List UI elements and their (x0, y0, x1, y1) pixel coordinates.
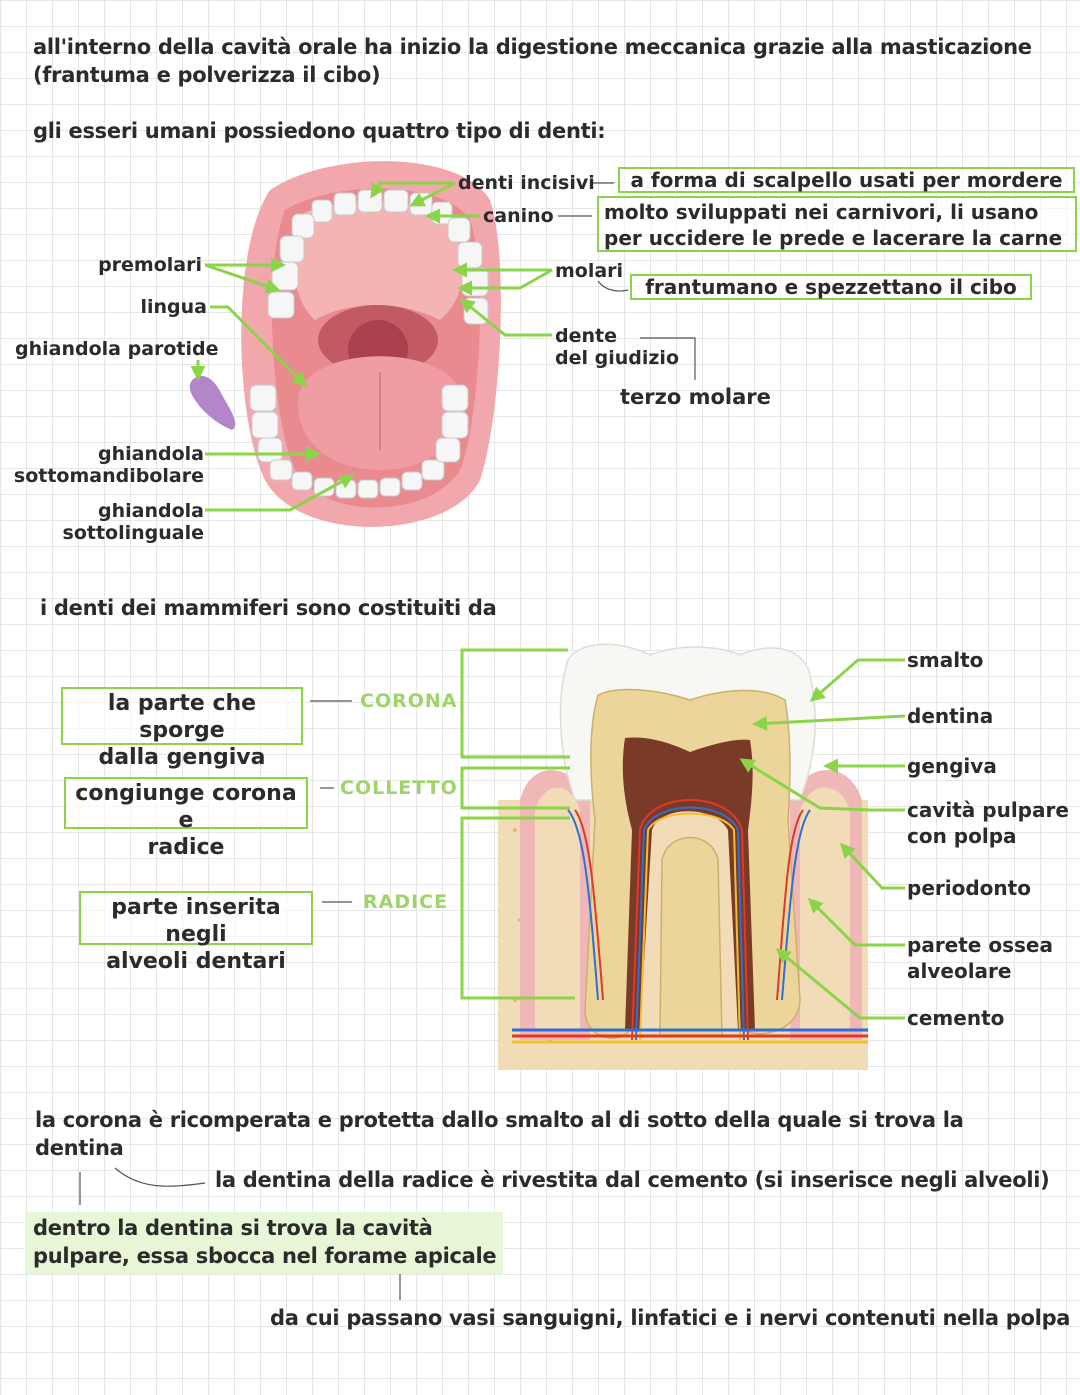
label-sottolinguale-2: sottolinguale (62, 522, 204, 544)
note-canino: molto sviluppati nei carnivori, li usano… (597, 196, 1077, 252)
label-parete-ossea-2: alveolare (907, 959, 1012, 983)
note-incisivi: a forma di scalpello usati per mordere (618, 167, 1075, 193)
radice-desc-line-2: alveoli dentari (106, 949, 286, 974)
bottom-line-1: la corona è ricomperata e protetta dallo… (35, 1108, 964, 1132)
label-lingua: lingua (140, 296, 208, 318)
label-gengiva: gengiva (907, 754, 997, 778)
part-name-corona: CORONA (360, 690, 458, 712)
colletto-desc-line-1: congiunge corona e (75, 781, 297, 833)
colletto-desc-line-2: radice (147, 835, 225, 860)
label-periodonto: periodonto (907, 876, 1031, 900)
label-parete-ossea-1: parete ossea (907, 933, 1053, 957)
label-ghiandola-parotide: ghiandola parotide (15, 338, 219, 360)
label-denti-incisivi: denti incisivi (458, 172, 595, 194)
radice-desc-line-1: parte inserita negli (111, 895, 281, 947)
teeth-types-heading: gli esseri umani possiedono quattro tipo… (33, 119, 606, 143)
corona-desc-line-1: la parte che sporge (107, 691, 257, 743)
note-canino-line-2: per uccidere le prede e lacerare la carn… (604, 226, 1063, 250)
bottom-line-2: dentina (35, 1136, 124, 1160)
radice-description: parte inserita negli alveoli dentari (79, 891, 313, 974)
note-canino-line-1: molto sviluppati nei carnivori, li usano (604, 200, 1039, 224)
label-cavita-pulpare-2: con polpa (907, 824, 1017, 848)
tooth-illustration (498, 643, 868, 1070)
pulpa-highlight (25, 1212, 503, 1274)
tooth-intro: i denti dei mammiferi sono costituiti da (40, 596, 497, 620)
label-molari: molari (555, 260, 624, 282)
label-sottomandibolare-2: sottomandibolare (13, 465, 204, 487)
note-molari: frantumano e spezzettano il cibo (630, 274, 1032, 300)
label-dentina: dentina (907, 704, 994, 728)
intro-line-1: all'interno della cavità orale ha inizio… (33, 35, 1032, 59)
label-terzo-molare: terzo molare (620, 385, 771, 409)
part-name-colletto: COLLETTO (340, 777, 458, 799)
vasi-line: da cui passano vasi sanguigni, linfatici… (270, 1306, 1071, 1330)
label-premolari: premolari (98, 254, 202, 276)
label-cemento: cemento (907, 1006, 1005, 1030)
pulpa-line-1: dentro la dentina si trova la cavità (33, 1216, 433, 1240)
label-sottomandibolare-1: ghiandola (98, 443, 204, 465)
label-smalto: smalto (907, 648, 984, 672)
mouth-illustration (189, 161, 501, 527)
intro-line-2: (frantuma e polverizza il cibo) (33, 63, 381, 87)
part-name-radice: RADICE (363, 891, 449, 913)
colletto-description: congiunge corona e radice (64, 777, 308, 860)
label-sottolinguale-1: ghiandola (98, 500, 204, 522)
label-cavita-pulpare-1: cavità pulpare (907, 798, 1069, 822)
cemento-note: la dentina della radice è rivestita dal … (215, 1168, 1050, 1192)
label-dente-giudizio-2: del giudizio (555, 347, 679, 369)
corona-description: la parte che sporge dalla gengiva (61, 687, 303, 770)
label-canino: canino (483, 205, 554, 227)
corona-desc-line-2: dalla gengiva (98, 745, 266, 770)
label-dente-giudizio-1: dente (555, 325, 617, 347)
pulpa-line-2: pulpare, essa sbocca nel forame apicale (33, 1244, 497, 1268)
